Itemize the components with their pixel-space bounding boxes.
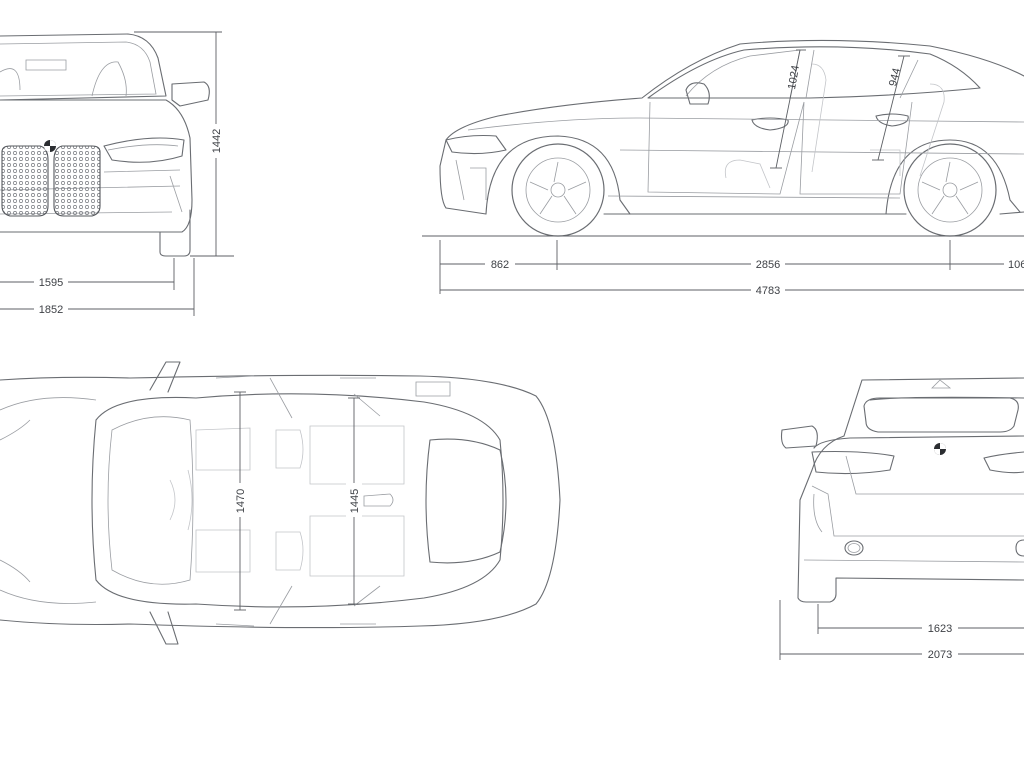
side-length-dimensions: 862 2856 1065 4783 [440, 240, 1024, 297]
front-track-dimension: 1595 [0, 258, 174, 290]
side-rear-headroom-dimension: 944 [872, 56, 910, 160]
top-front-shoulder-label: 1470 [235, 489, 247, 513]
front-width-dimension: 1852 [0, 258, 194, 316]
side-length-label: 4783 [756, 285, 780, 297]
top-rear-shoulder-dimension: 1445 [346, 398, 362, 604]
rear-width-label: 2073 [928, 649, 952, 661]
side-view [440, 40, 1024, 236]
front-track-label: 1595 [39, 277, 63, 289]
rear-width-dimension: 2073 [780, 600, 1024, 661]
top-view [0, 362, 560, 644]
front-view [0, 34, 209, 256]
roundel-badge-icon [44, 140, 56, 152]
side-front-wheel [512, 144, 604, 236]
rear-view [782, 378, 1024, 602]
rear-track-dimension: 1623 [818, 604, 1024, 635]
rear-track-label: 1623 [928, 623, 952, 635]
side-rear-headroom-label: 944 [887, 67, 903, 88]
rear-roundel-badge-icon [934, 443, 946, 455]
side-rear-wheel [904, 144, 996, 236]
top-front-shoulder-dimension: 1470 [232, 392, 248, 610]
front-height-label: 1442 [211, 129, 223, 153]
side-wheelbase-label: 2856 [756, 259, 780, 271]
side-front-overhang-label: 862 [491, 259, 509, 271]
front-width-label: 1852 [39, 304, 63, 316]
top-rear-shoulder-label: 1445 [349, 489, 361, 513]
side-front-headroom-dimension: 1024 [770, 50, 806, 168]
side-rear-overhang-label: 1065 [1008, 259, 1024, 271]
side-front-headroom-label: 1024 [786, 64, 802, 90]
